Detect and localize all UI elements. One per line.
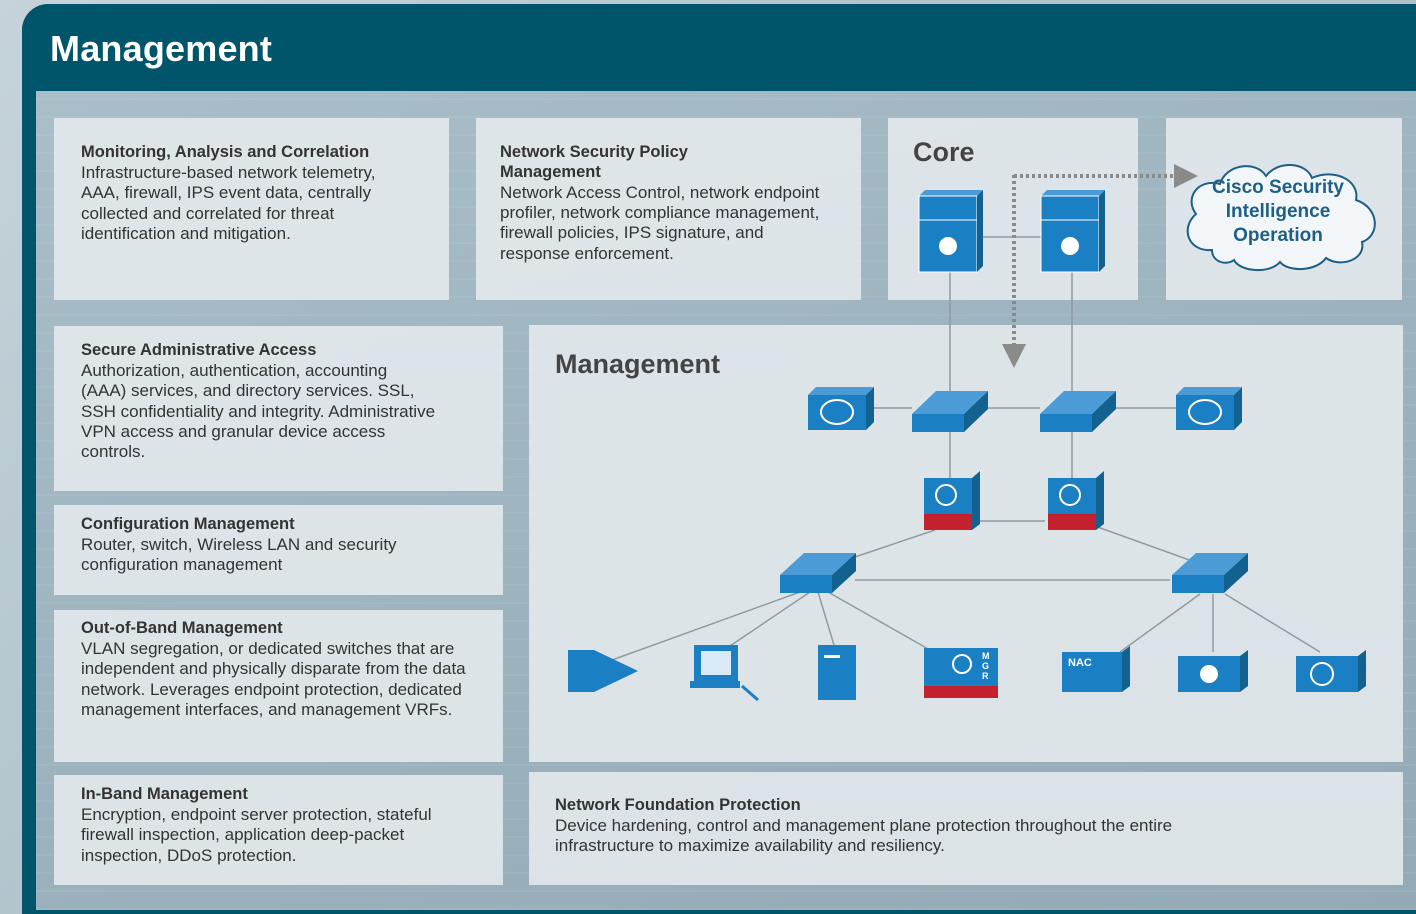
server-icon [818,645,856,700]
nfp-title: Network Foundation Protection [555,796,801,814]
policy-panel: Network Security Policy Management Netwo… [476,118,861,300]
l2-switch-icon [780,553,856,593]
nfp-panel: Network Foundation Protection Device har… [529,772,1403,885]
wlan-controller-icon [808,387,874,430]
oob-panel: Out-of-Band Management VLAN segregation,… [54,610,503,762]
server-stack-icon [568,650,638,692]
l2-switch-icon [1172,553,1248,593]
connection-lines [611,236,1321,661]
cloud-label: Cisco Security Intelligence Operation [1212,177,1344,246]
admin-description: Authorization, authentication, accountin… [81,360,436,462]
l2-switch-icon [1040,391,1116,432]
cloud-shape [1186,163,1376,271]
nfp-description: Device hardening, control and management… [555,815,1173,856]
config-panel: Configuration Management Router, switch,… [54,505,503,595]
policy-title: Network Security Policy Management [500,143,688,181]
network-management-workstation-icon [690,645,759,702]
dotted-arrows [1002,164,1198,368]
inband-title: In-Band Management [81,785,248,803]
page-title: Management [50,28,273,69]
config-description: Router, switch, Wireless LAN and securit… [81,534,397,575]
management-diagram-label: Management [555,349,721,379]
l2-switch-icon [912,391,988,432]
oob-title: Out-of-Band Management [81,619,283,637]
security-manager-icon [924,648,998,698]
monitoring-description: Infrastructure-based network telemetry, … [81,162,376,243]
oob-description: VLAN segregation, or dedicated switches … [81,638,466,719]
wlan-controller-icon [1176,387,1242,430]
admin-title: Secure Administrative Access [81,341,317,359]
policy-description: Network Access Control, network endpoint… [500,182,820,263]
core-label: Core [913,137,975,167]
nac-appliance-icon [1062,646,1130,692]
core-switch-icon [918,190,983,273]
inband-panel: In-Band Management Encryption, endpoint … [54,775,503,885]
config-title: Configuration Management [81,515,295,533]
nac-label: NAC [1068,657,1092,669]
core-switch-icon [1040,190,1105,273]
vpn-concentrator-icon [1178,650,1248,692]
content-filter-icon [1296,650,1366,692]
inband-description: Encryption, endpoint server protection, … [81,804,432,865]
ips-firewall-icon [1048,471,1104,530]
monitoring-panel: Monitoring, Analysis and Correlation Inf… [54,118,449,300]
mgr-label: MGR [982,651,990,681]
ips-firewall-icon [924,471,980,530]
admin-panel: Secure Administrative Access Authorizati… [54,326,503,491]
monitoring-title: Monitoring, Analysis and Correlation [81,143,370,161]
